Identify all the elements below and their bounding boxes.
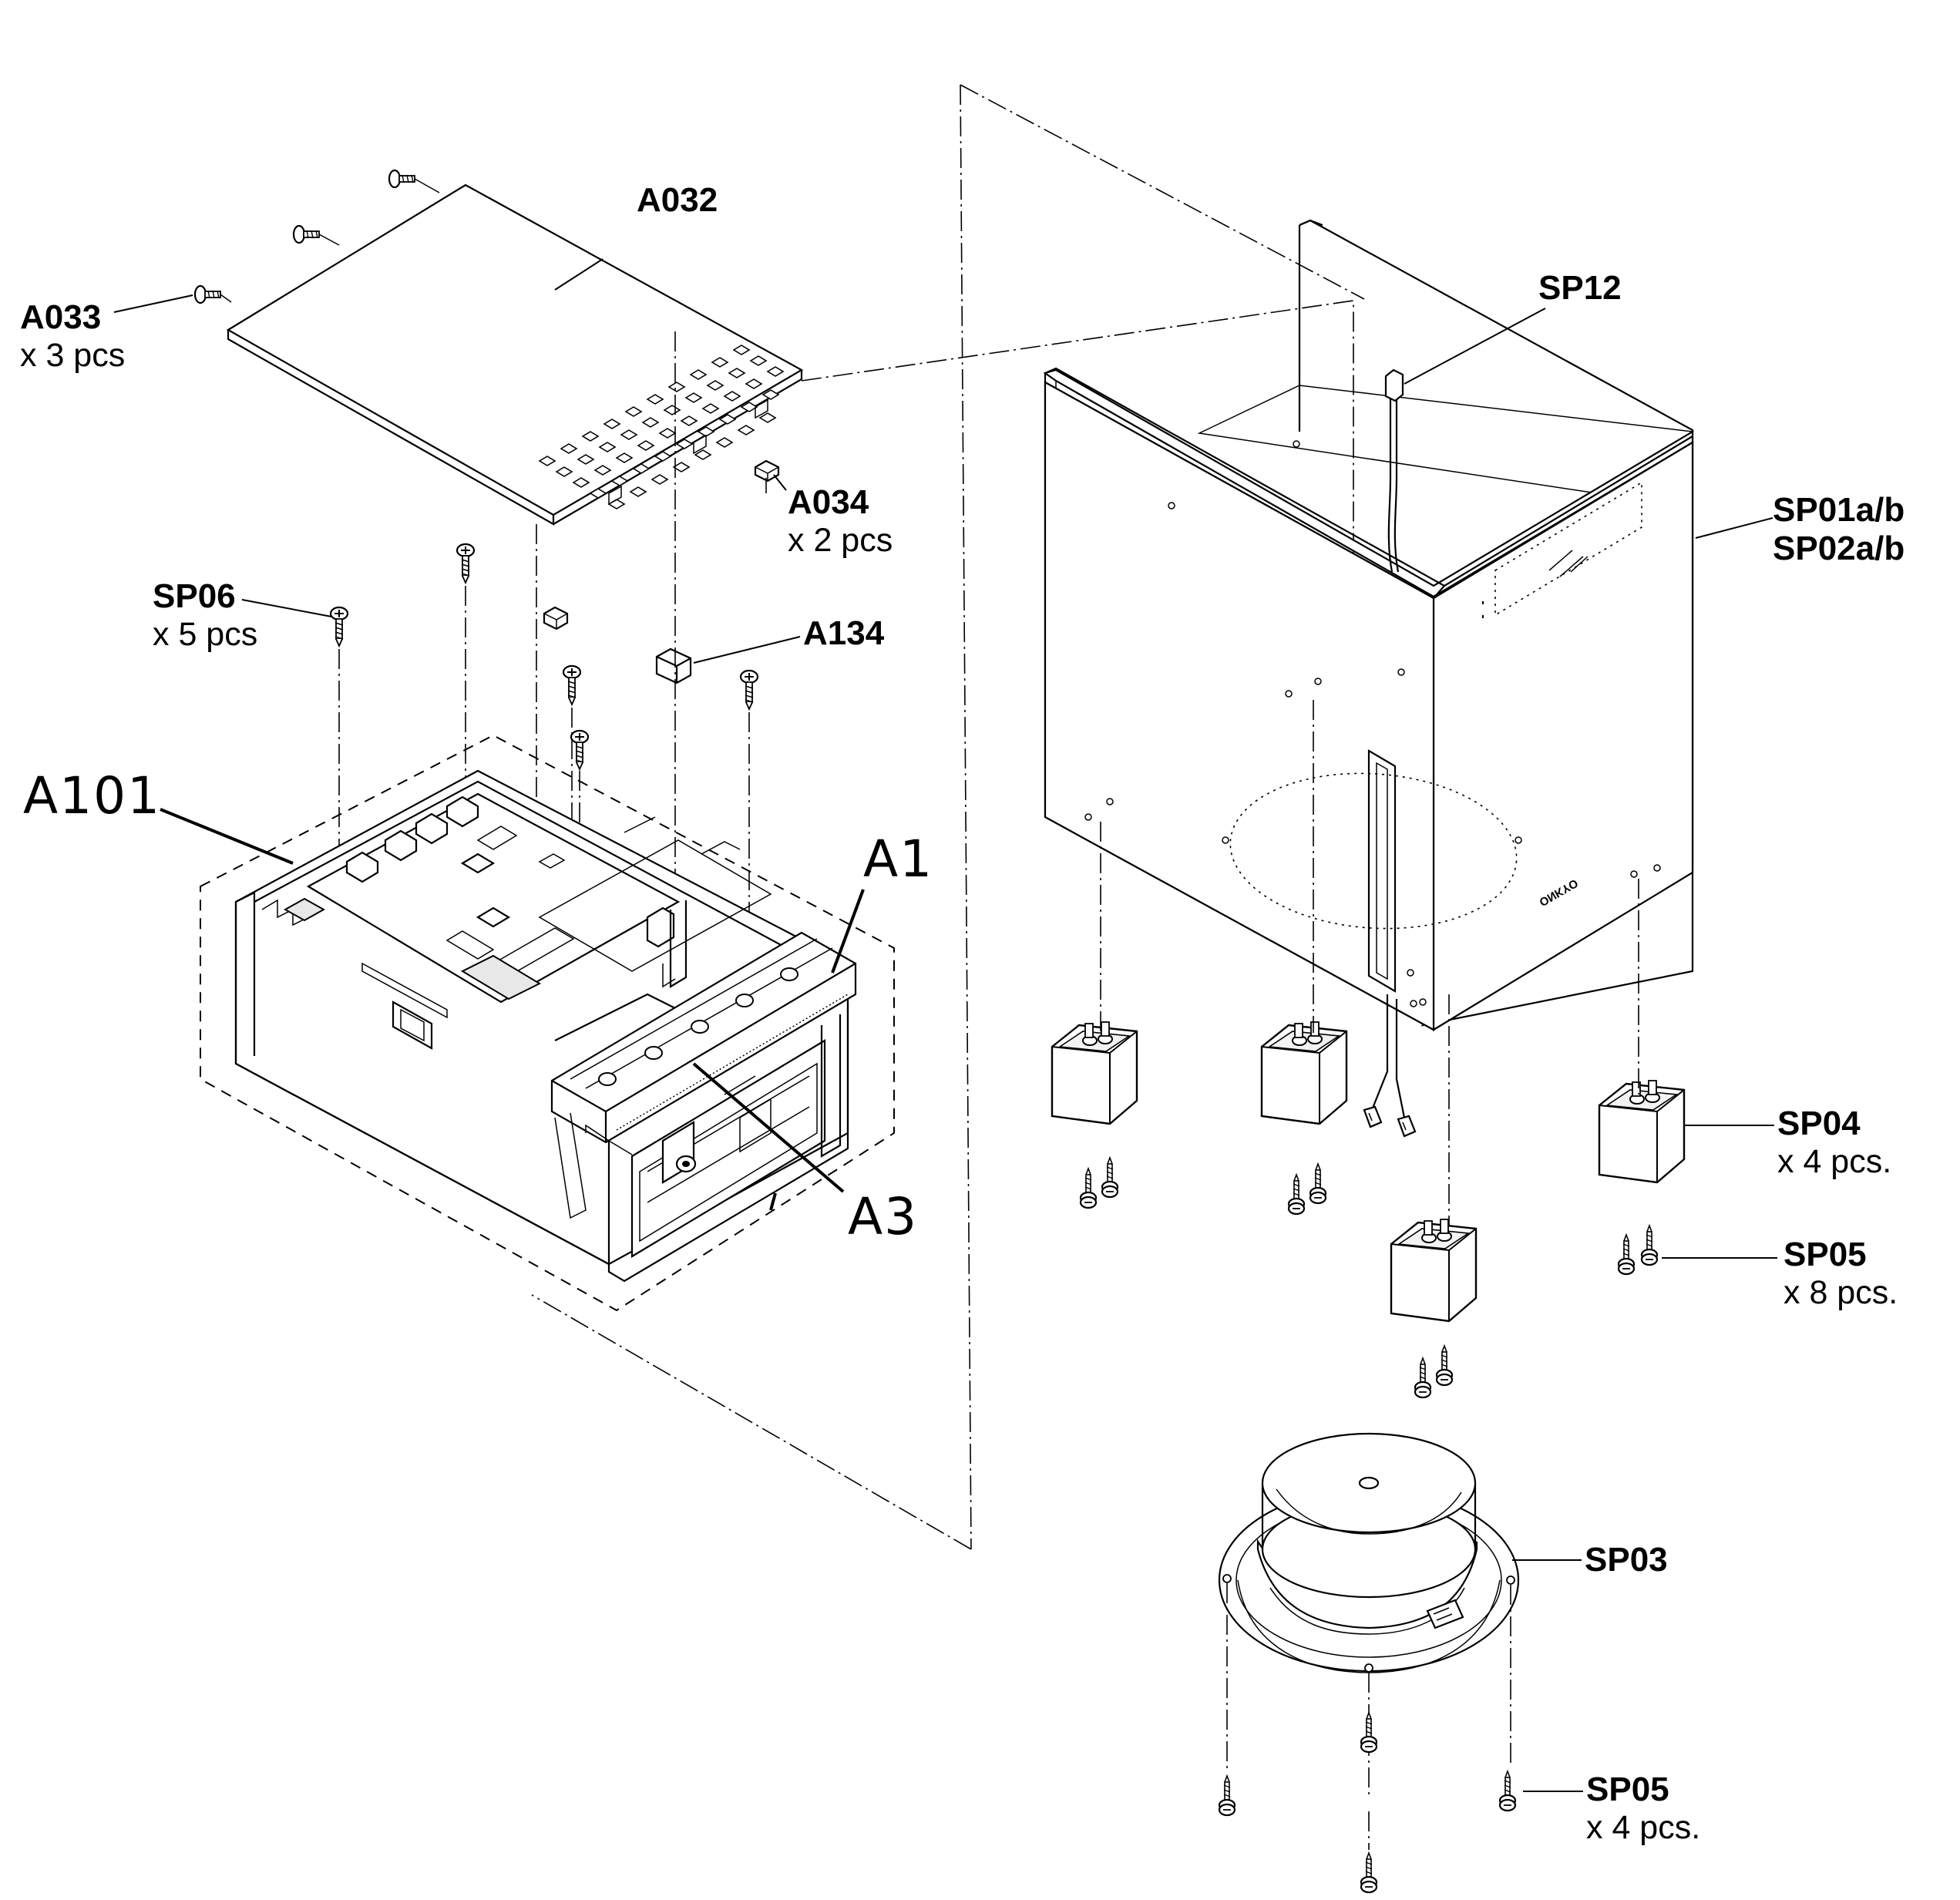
label-sp05-feet: SP05 [1783, 1236, 1867, 1273]
front-panel-a1 [550, 931, 857, 1283]
feet-sp04 [1051, 1021, 1686, 1323]
label-a034-qty: x 2 pcs [788, 522, 893, 559]
label-sp05-woofer: SP05 [1586, 1771, 1669, 1808]
label-sp05-feet-qty: x 8 pcs. [1783, 1274, 1898, 1311]
connector-sp12 [1384, 368, 1404, 573]
screws-sp05-feet [1079, 1156, 1659, 1399]
label-sp03: SP03 [1585, 1541, 1668, 1579]
label-a033: A033 [20, 298, 102, 336]
screws-a033 [193, 169, 440, 304]
label-a033-qty: x 3 pcs [20, 337, 126, 374]
screws-sp06 [329, 543, 759, 771]
label-a032: A032 [637, 181, 718, 219]
cabinet-sp01 [1043, 219, 1695, 1031]
label-sp05-woofer-qty: x 4 pcs. [1586, 1809, 1701, 1846]
woofer-sp03 [1218, 1432, 1520, 1673]
cushion-a134 [655, 647, 692, 684]
label-a034: A034 [788, 483, 869, 521]
label-sp12: SP12 [1538, 269, 1622, 307]
label-sp02: SP02a/b [1773, 530, 1905, 567]
label-a134: A134 [803, 614, 885, 652]
label-sp04: SP04 [1777, 1105, 1861, 1142]
top-cover-a032 [226, 183, 804, 526]
screws-sp05-woofer [1218, 1711, 1517, 1894]
label-a3: A3 [848, 1187, 919, 1246]
center-lines-woofer [1226, 1583, 1511, 1850]
center-lines-feet [1100, 700, 1639, 1226]
label-sp06-qty: x 5 pcs [153, 616, 258, 653]
label-sp04-qty: x 4 pcs. [1777, 1143, 1892, 1180]
label-a1: A1 [863, 829, 934, 889]
speaker-wires [1363, 994, 1417, 1138]
label-sp01: SP01a/b [1773, 491, 1905, 529]
label-a101: A101 [23, 766, 162, 826]
spacers-a034 [543, 459, 780, 631]
label-sp06: SP06 [153, 577, 236, 615]
leader-lines [113, 258, 1777, 1792]
